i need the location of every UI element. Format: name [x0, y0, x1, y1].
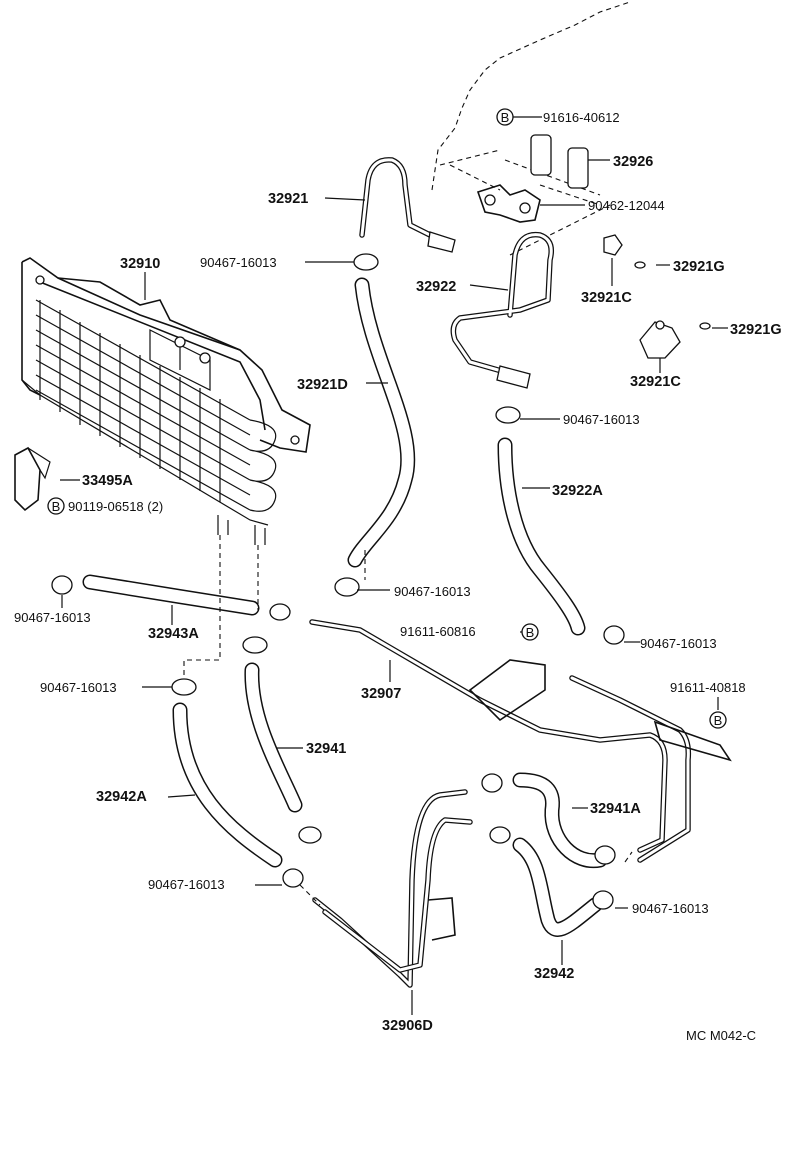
- part-label-90462-12044: 90462-12044: [588, 198, 665, 213]
- hose-32922a[interactable]: [497, 437, 586, 636]
- pipe-32921[interactable]: [359, 157, 456, 253]
- clamp-icon[interactable]: [51, 575, 73, 595]
- part-label-32921: 32921: [268, 191, 308, 207]
- pipe-32906d[interactable]: [312, 789, 473, 988]
- hose-32941[interactable]: [244, 662, 303, 813]
- clamp-icon[interactable]: [592, 890, 614, 910]
- clamp-icon[interactable]: [282, 868, 304, 888]
- union-bolt-32921c-top[interactable]: [603, 234, 623, 256]
- part-label-91616-40612: 91616-40612: [543, 110, 620, 125]
- gasket-32921g-top[interactable]: [634, 261, 646, 269]
- bracket-reference-line: [439, 149, 611, 256]
- part-label-32941a: 32941A: [590, 801, 641, 817]
- clamp-icon[interactable]: [489, 826, 511, 844]
- clamp-icon[interactable]: [495, 406, 521, 424]
- clamp-icon[interactable]: [269, 603, 291, 621]
- cooler-fins: [35, 299, 251, 511]
- svg-text:B: B: [501, 110, 510, 125]
- part-label-32942a: 32942A: [96, 789, 147, 805]
- part-label-90467-16013-h: 90467-16013: [632, 901, 709, 916]
- bolt-symbol-icon: B: [47, 497, 65, 515]
- bolt-symbol-icon: B: [521, 623, 539, 641]
- part-label-32907: 32907: [361, 686, 401, 702]
- oil-cooler[interactable]: [21, 257, 311, 545]
- clamp-icon[interactable]: [481, 773, 503, 793]
- union-32921c-bottom[interactable]: [639, 320, 681, 359]
- part-label-90467-16013-g: 90467-16013: [148, 877, 225, 892]
- hose-32921d[interactable]: [347, 277, 416, 568]
- part-label-32921c-a: 32921C: [581, 290, 632, 306]
- hose-32942a[interactable]: [172, 702, 283, 868]
- hose-32942[interactable]: [512, 837, 603, 937]
- clamp-icon[interactable]: [298, 826, 322, 844]
- gasket-32921g-bottom[interactable]: [699, 322, 711, 330]
- svg-text:B: B: [526, 625, 535, 640]
- part-label-32943a: 32943A: [148, 626, 199, 642]
- grommet-32926[interactable]: [530, 134, 589, 189]
- part-label-32921g-b: 32921G: [730, 322, 782, 338]
- vehicle-body-outline: [431, 1, 631, 191]
- part-label-32906d: 32906D: [382, 1018, 433, 1034]
- hose-32943a[interactable]: [82, 574, 260, 616]
- bolt-symbol-icon: B: [496, 108, 514, 126]
- part-label-91611-60816: 91611-60816: [400, 624, 476, 639]
- svg-text:B: B: [52, 499, 61, 514]
- part-label-32926: 32926: [613, 154, 653, 170]
- pipe-32907[interactable]: [309, 619, 732, 863]
- clamp-icon[interactable]: [603, 625, 625, 645]
- part-label-32922a: 32922A: [552, 483, 603, 499]
- part-label-90467-16013-c: 90467-16013: [394, 584, 471, 599]
- part-label-90467-16013-b: 90467-16013: [563, 412, 640, 427]
- part-label-32922: 32922: [416, 279, 456, 295]
- part-label-32921d: 32921D: [297, 377, 348, 393]
- part-label-90467-16013-d: 90467-16013: [14, 610, 91, 625]
- clamp-icon[interactable]: [242, 636, 268, 654]
- part-label-91611-40818: 91611-40818: [670, 680, 746, 695]
- clamp-icon[interactable]: [171, 678, 197, 696]
- part-label-32910: 32910: [120, 256, 160, 272]
- part-label-32941: 32941: [306, 741, 346, 757]
- part-label-32921g-a: 32921G: [673, 259, 725, 275]
- clamp-icon[interactable]: [353, 253, 379, 271]
- svg-text:B: B: [714, 713, 723, 728]
- leader-lines: [60, 116, 728, 1015]
- clamp-bracket-90462[interactable]: [476, 184, 541, 223]
- hose-32941a[interactable]: [512, 772, 608, 869]
- part-label-90119-06518: 90119-06518 (2): [68, 499, 163, 514]
- part-label-90467-16013-f: 90467-16013: [40, 680, 117, 695]
- part-label-32942: 32942: [534, 966, 574, 982]
- clamp-icon[interactable]: [594, 845, 616, 865]
- diagram-code: MC M042-C: [686, 1028, 756, 1043]
- part-label-90467-16013-a: 90467-16013: [200, 255, 277, 270]
- bracket-33495a[interactable]: [14, 446, 51, 512]
- clamp-icon[interactable]: [334, 577, 360, 597]
- bolt-symbol-icon: B: [709, 711, 727, 729]
- part-label-33495a: 33495A: [82, 473, 133, 489]
- part-label-32921c-b: 32921C: [630, 374, 681, 390]
- part-label-90467-16013-e: 90467-16013: [640, 636, 717, 651]
- pipe-32922[interactable]: [450, 231, 554, 389]
